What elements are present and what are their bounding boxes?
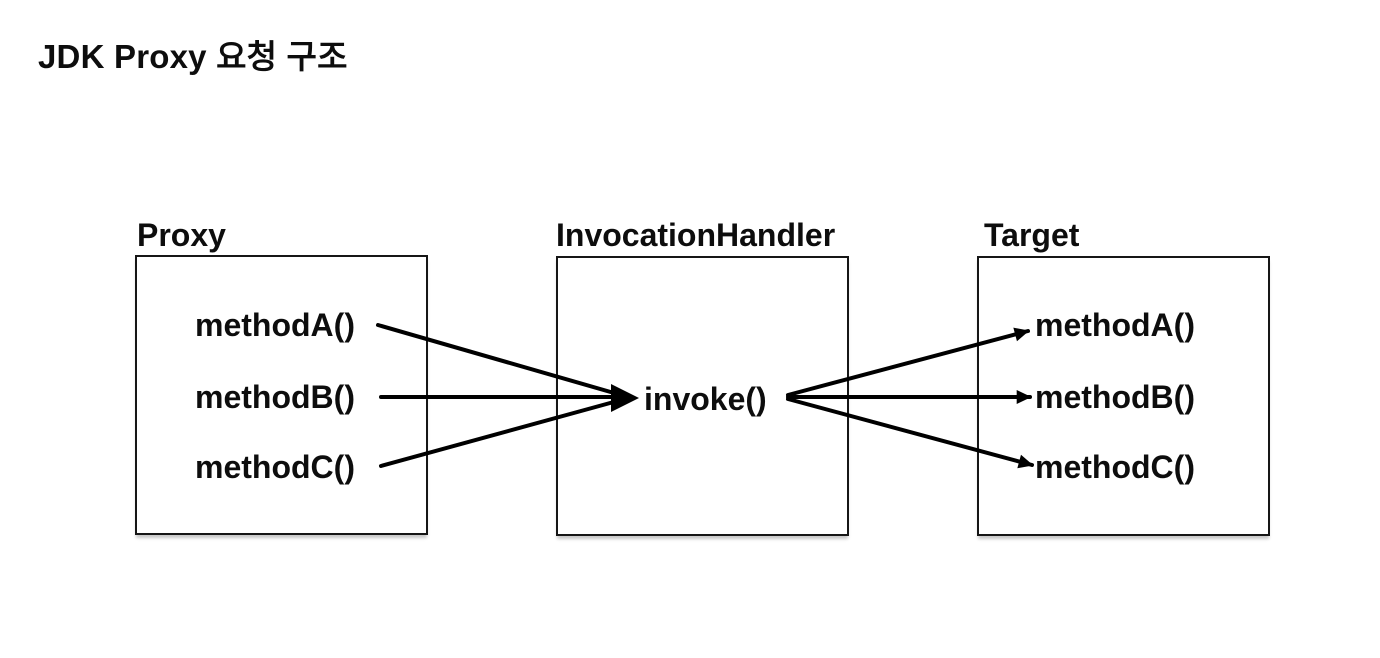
proxy-methodC-label: methodC()	[195, 449, 355, 485]
page-title: JDK Proxy 요청 구조	[38, 38, 348, 75]
target-methodA-label: methodA()	[1035, 307, 1195, 343]
target-methodC-label: methodC()	[1035, 449, 1195, 485]
proxy-methodB-label: methodB()	[195, 379, 355, 415]
proxy-box-label: Proxy	[137, 217, 226, 253]
proxy-methodA-label: methodA()	[195, 307, 355, 343]
target-methodB-label: methodB()	[1035, 379, 1195, 415]
invoke-label: invoke()	[644, 381, 767, 417]
invocation-handler-box-label: InvocationHandler	[556, 217, 836, 253]
target-box-label: Target	[984, 217, 1080, 253]
